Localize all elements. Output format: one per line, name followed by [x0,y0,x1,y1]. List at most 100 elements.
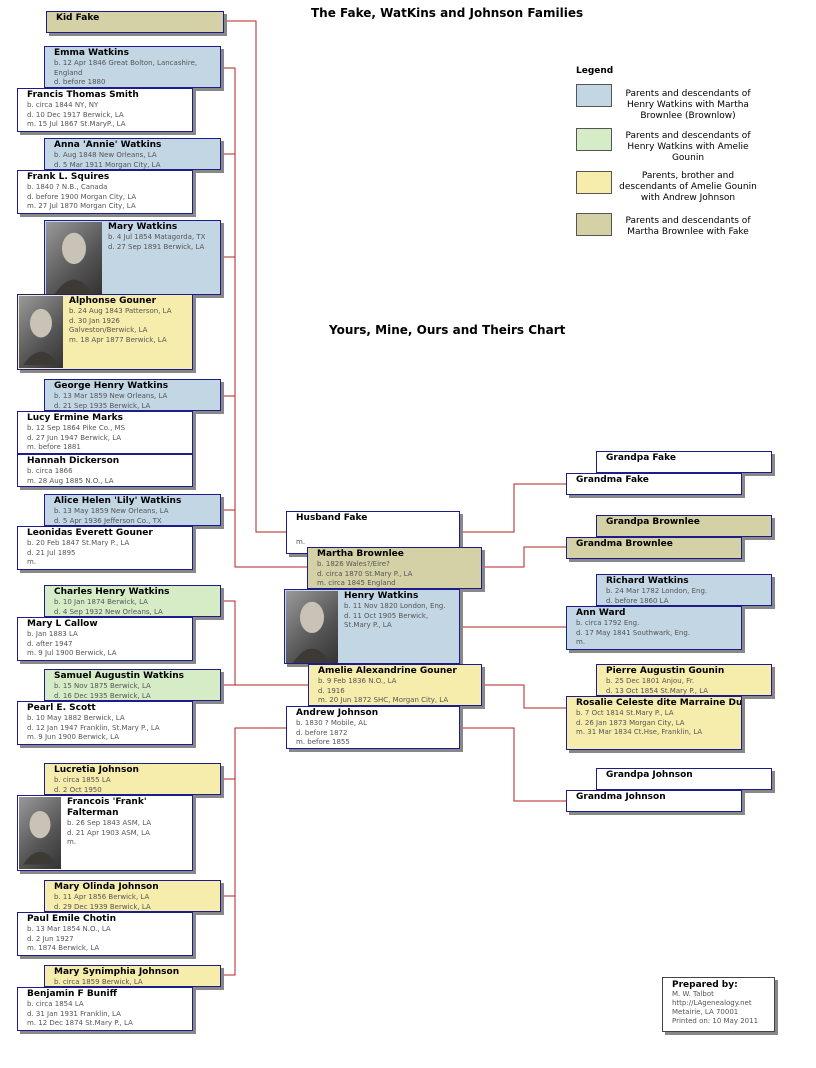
person-box-grandpa-fake[interactable]: Grandpa Fake [596,451,772,473]
person-detail: England [54,68,83,77]
person-detail: b. 9 Feb 1836 N.O., LA [318,677,397,685]
person-detail: b. 13 Mar 1859 New Orleans, LA [54,392,168,400]
person-detail: b. 24 Aug 1843 Patterson, LA [69,307,172,315]
person-name: Mary L Callow [27,619,98,629]
person-detail: b. circa 1844 NY, NY [27,101,99,109]
person-detail: b. circa 1866 [27,467,73,475]
person-name: Grandma Johnson [576,792,666,802]
portrait-photo [46,222,102,294]
person-detail: d. 13 Oct 1854 St.Mary P., LA [606,686,709,695]
person-detail: b. 26 Sep 1843 ASM, LA [67,819,152,827]
person-detail: d. 5 Apr 1936 Jefferson Co., TX [54,516,162,525]
person-detail: b. 13 May 1859 New Orleans, LA [54,507,169,515]
chart-subtitle: Yours, Mine, Ours and Theirs Chart [329,323,566,337]
person-detail: d. 29 Dec 1939 Berwick, LA [54,902,151,911]
legend-text-green: Parents and descendants of Henry Watkins… [625,131,751,163]
person-name: Leonidas Everett Gouner [27,528,153,538]
person-detail: d. 2 Oct 1950 [54,785,102,794]
person-detail: d. 10 Dec 1917 Berwick, LA [27,110,124,119]
person-detail: b. 12 Sep 1864 Pike Co., MS [27,424,126,432]
person-detail: d. 31 Jan 1931 Franklin, LA [27,1009,121,1018]
person-name: Emma Watkins [54,48,129,58]
person-detail: d. before 1900 Morgan City, LA [27,192,137,201]
person-detail: b. 10 May 1882 Berwick, LA [27,714,125,722]
legend-text-blue: Parents and descendants of Henry Watkins… [625,89,751,121]
person-detail: d. before 1872 [296,728,348,737]
legend-swatch-green [576,128,612,151]
person-name: Francis Thomas Smith [27,90,139,100]
person-name: Frank L. Squires [27,172,110,182]
portrait-photo [19,296,63,368]
person-name: Alphonse Gouner [69,296,157,306]
person-box-grandma-brownlee[interactable]: Grandma Brownlee [566,537,742,559]
person-name: Paul Emile Chotin [27,914,116,924]
person-detail: d. 12 Jan 1947 Franklin, St.Mary P., LA [27,723,160,732]
person-detail: d. before 1880 [54,78,106,86]
person-detail: d. 27 Jun 1947 Berwick, LA [27,433,122,442]
person-name: Amelie Alexandrine Gouner [318,666,457,676]
person-detail: b. circa 1859 Berwick, LA [54,978,143,986]
person-detail: d. 16 Dec 1935 Berwick, LA [54,691,151,700]
person-detail: d. circa 1870 St.Mary P., LA [317,569,413,578]
legend-text-tan: Parents and descendants of Martha Brownl… [625,216,751,237]
person-detail: d. 17 May 1841 Southwark, Eng. [576,628,691,637]
person-detail: d. 21 Sep 1935 Berwick, LA [54,401,151,410]
person-detail: b. 1840 ? N.B., Canada [27,183,108,191]
person-name: Martha Brownlee [317,549,404,559]
legend-swatch-yellow [576,171,612,194]
person-box-grandpa-johnson[interactable]: Grandpa Johnson [596,768,772,790]
person-detail: m. circa 1845 England [317,579,396,587]
person-detail: m. [576,638,586,646]
person-name: Rosalie Celeste dite Marraine Duval [576,698,742,708]
person-detail: d. 2 Jun 1927 [27,934,74,943]
person-detail: m. [67,838,77,846]
person-box-grandma-johnson[interactable]: Grandma Johnson [566,790,742,812]
person-box-grandpa-brownlee[interactable]: Grandpa Brownlee [596,515,772,537]
person-name: Henry Watkins [344,591,419,601]
person-detail: b. 13 Mar 1854 N.O., LA [27,925,111,933]
person-box-kid-fake[interactable]: Kid Fake [46,11,224,33]
legend-text-yellow: Parents, brother and descendants of Amel… [619,171,757,203]
person-detail: b. circa 1855 LA [54,776,111,784]
person-detail: m. [27,558,37,566]
person-detail: m. [296,538,306,546]
person-detail: b. 1826 Wales?/Eire? [317,560,390,568]
person-box-grandma-fake[interactable]: Grandma Fake [566,473,742,495]
prepared-by-title: Prepared by: [672,980,738,990]
portrait-photo [286,591,338,663]
prepared-by-line: Printed on: 10 May 2011 [672,1017,759,1025]
person-name: Mary Olinda Johnson [54,882,159,892]
person-detail: m. 15 Jul 1867 St.MaryP., LA [27,120,126,128]
person-name: Samuel Augustin Watkins [54,671,184,681]
person-detail: b. Jan 1883 LA [27,630,78,638]
